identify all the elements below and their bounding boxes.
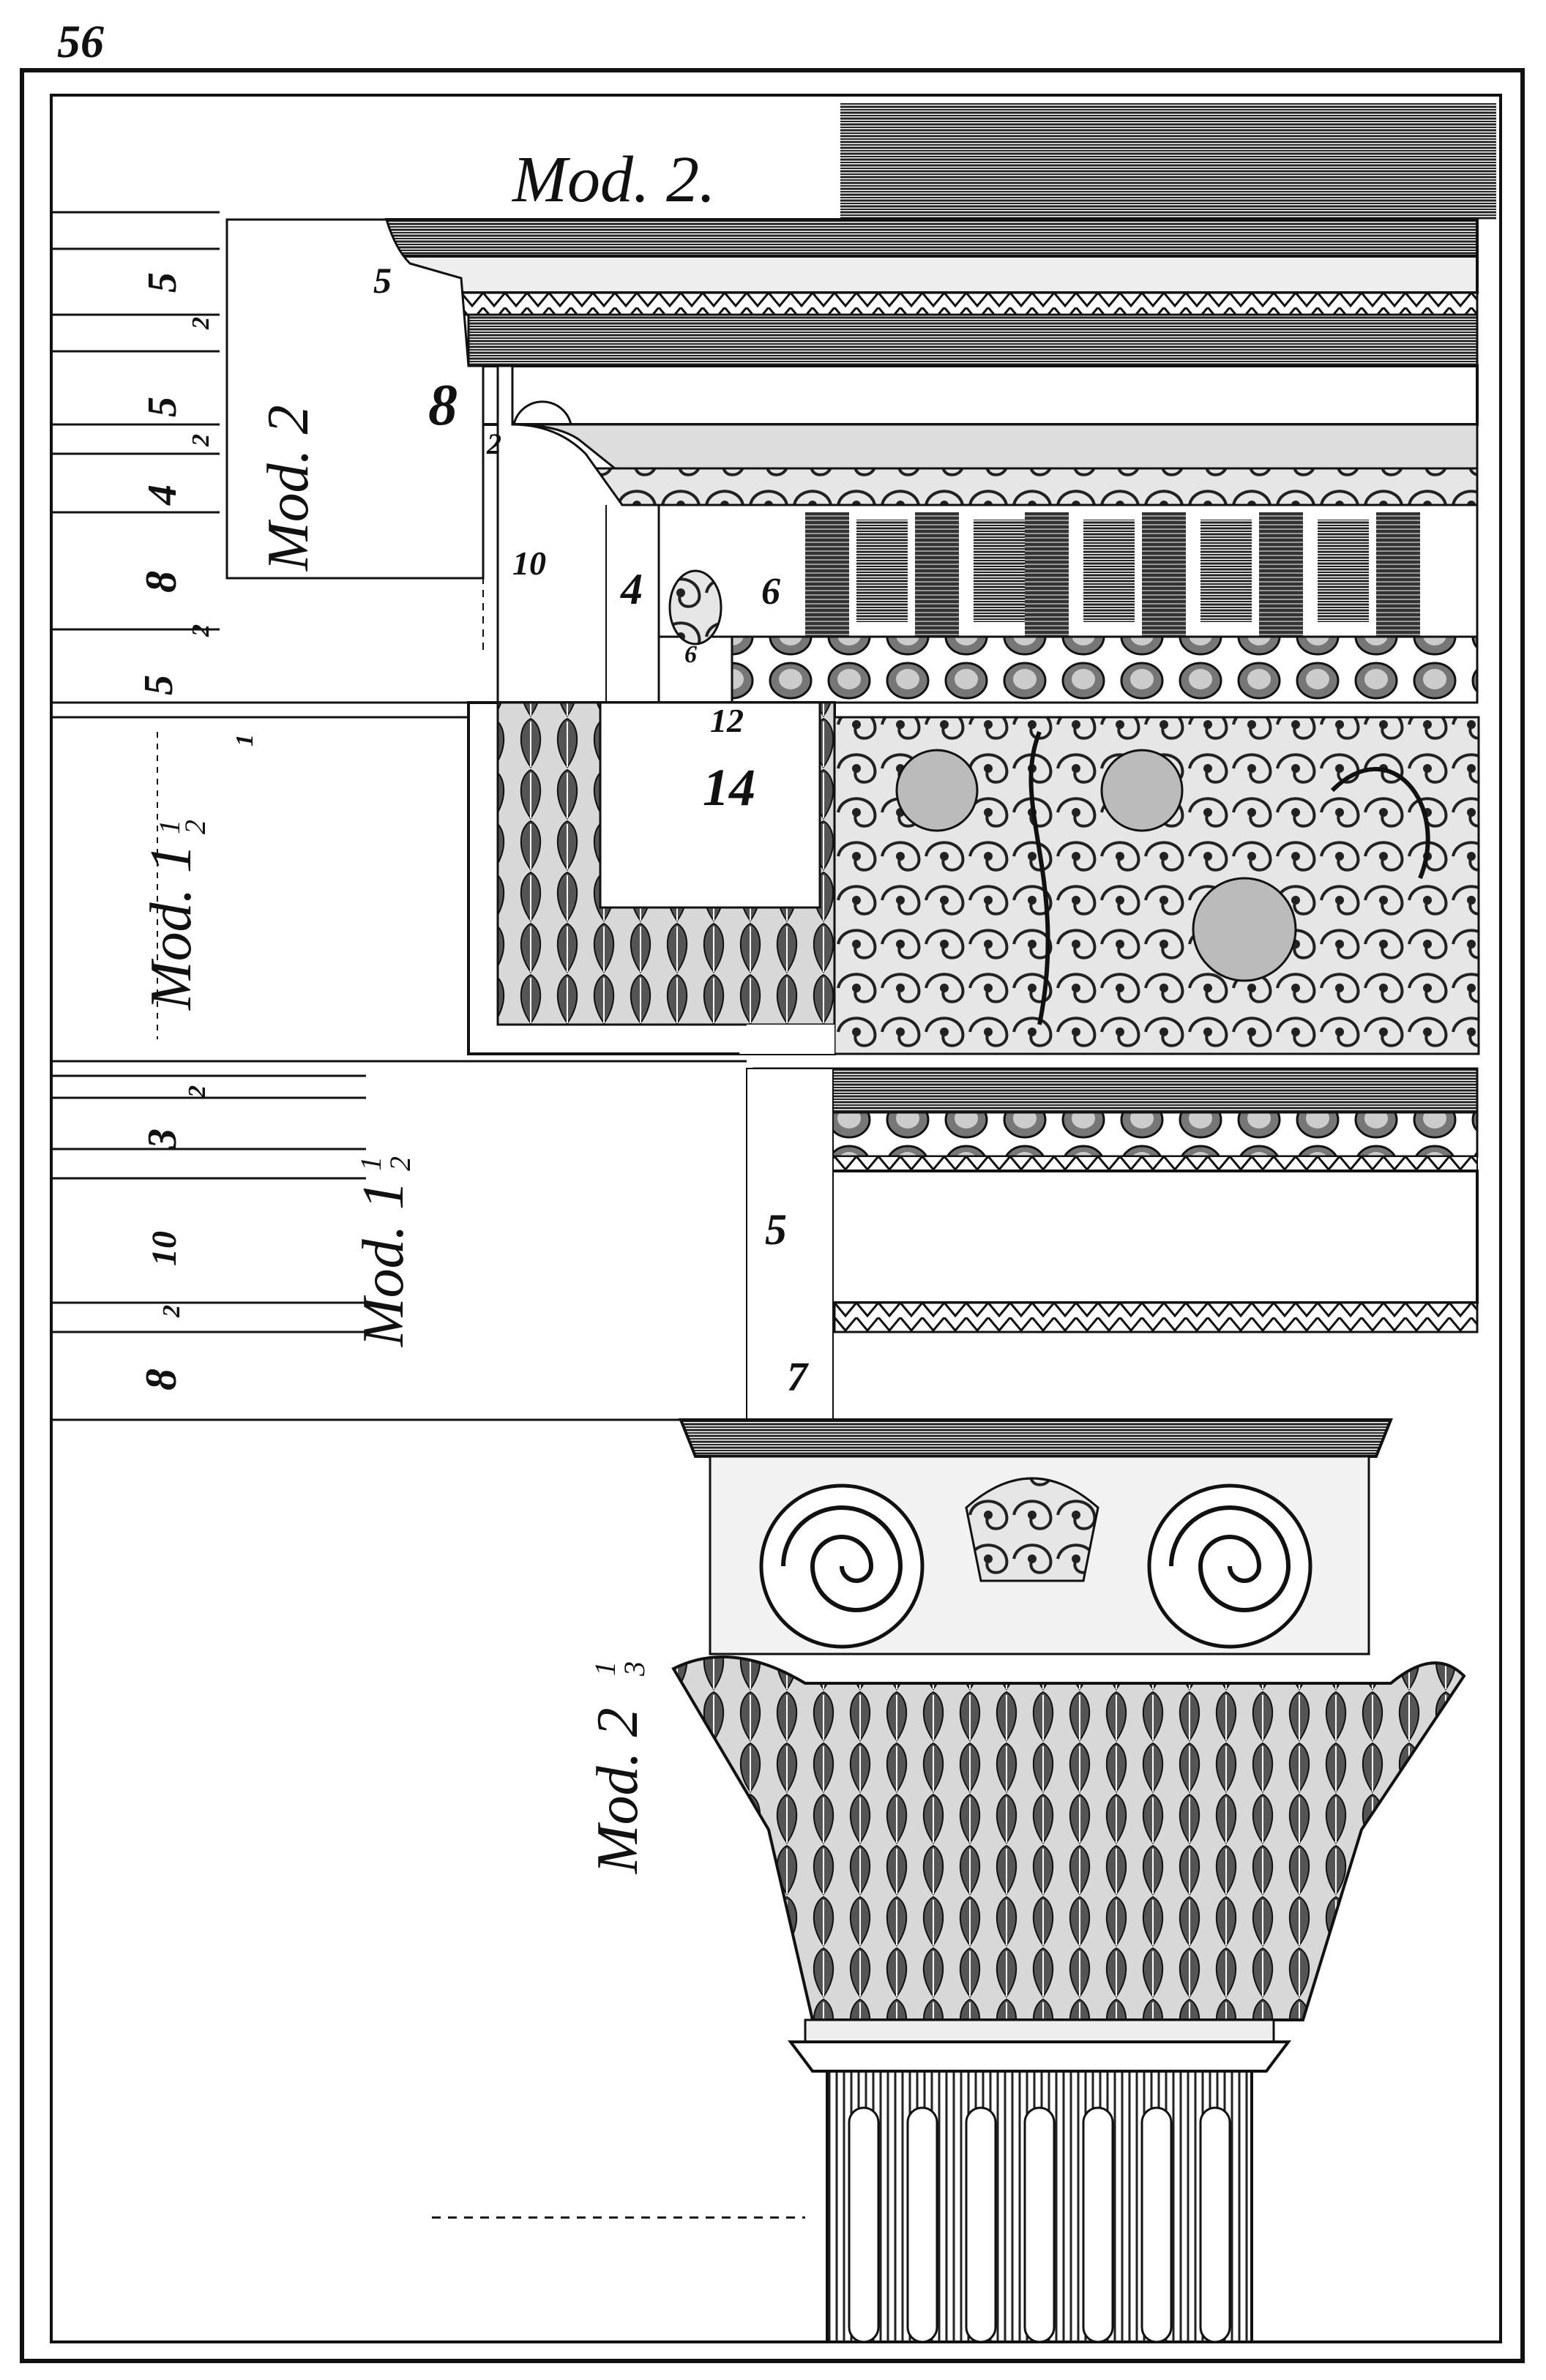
capital [671,1418,1466,2073]
mod-capital-frac-num: 1 [589,1661,621,1676]
mod-frieze-frac-num: 1 [153,820,186,834]
scale-cornice-2: 5 [140,397,185,417]
label-frieze-depth: 14 [703,758,755,817]
frieze [467,701,1480,1055]
cornice [382,218,1479,704]
scale-small-4: 1 [231,734,258,746]
architrave-profile [746,1068,834,1421]
mod-architrave-frac-num: 1 [354,1156,387,1171]
label-abacus: 7 [787,1355,809,1400]
scale-cornice-4: 4 [140,484,185,506]
inner-border [50,94,1502,2343]
scale-small-2: 2 [187,434,214,447]
scale-arch-2: 10 [145,1231,184,1266]
label-ovolo: 2 [486,427,501,460]
column-shaft [826,2070,1253,2343]
mod-cornice-side: Mod. 2 [256,405,321,572]
outer-border [20,68,1525,2363]
page-number: 56 [57,15,104,67]
architrave [753,1067,1479,1333]
mod-architrave-frac-den: 2 [384,1156,417,1171]
rosette [668,569,722,645]
label-corona: 8 [428,373,458,438]
scale-cornice-3: 5 [136,675,182,695]
acanthus-leaves [671,1655,1466,2021]
mod-frieze: Mod. 1 [139,844,203,1011]
modillion-row [805,512,1420,637]
scale-cornice-1: 5 [140,272,185,293]
label-modillion: 4 [620,565,643,613]
label-cyma: 5 [373,260,392,301]
scale-arch-1: 3 [140,1129,185,1150]
scale-small-3: 2 [187,624,214,637]
scale-arch-3: 8 [137,1369,185,1391]
label-soffit: 10 [512,545,546,582]
scale-cornice-5: 8 [137,571,185,593]
scale-small-1: 2 [187,317,214,330]
scale-arch-small-2: 2 [158,1305,185,1318]
mod-frieze-frac-den: 2 [179,820,212,834]
top-hatching [840,102,1496,220]
mod-cornice-total: Mod. 2. [511,143,715,216]
mod-capital-frac-den: 3 [618,1661,651,1677]
label-dentil-band: 12 [710,702,744,739]
mod-architrave: Mod. 1 [351,1180,416,1347]
measure-lines [51,211,747,1421]
scale-arch-small-1: 2 [184,1085,211,1099]
label-fascia: 5 [765,1205,787,1254]
mod-capital: Mod. 2 [586,1707,650,1874]
label-modillion-face: 6 [761,571,780,613]
label-small: 6 [684,641,697,668]
